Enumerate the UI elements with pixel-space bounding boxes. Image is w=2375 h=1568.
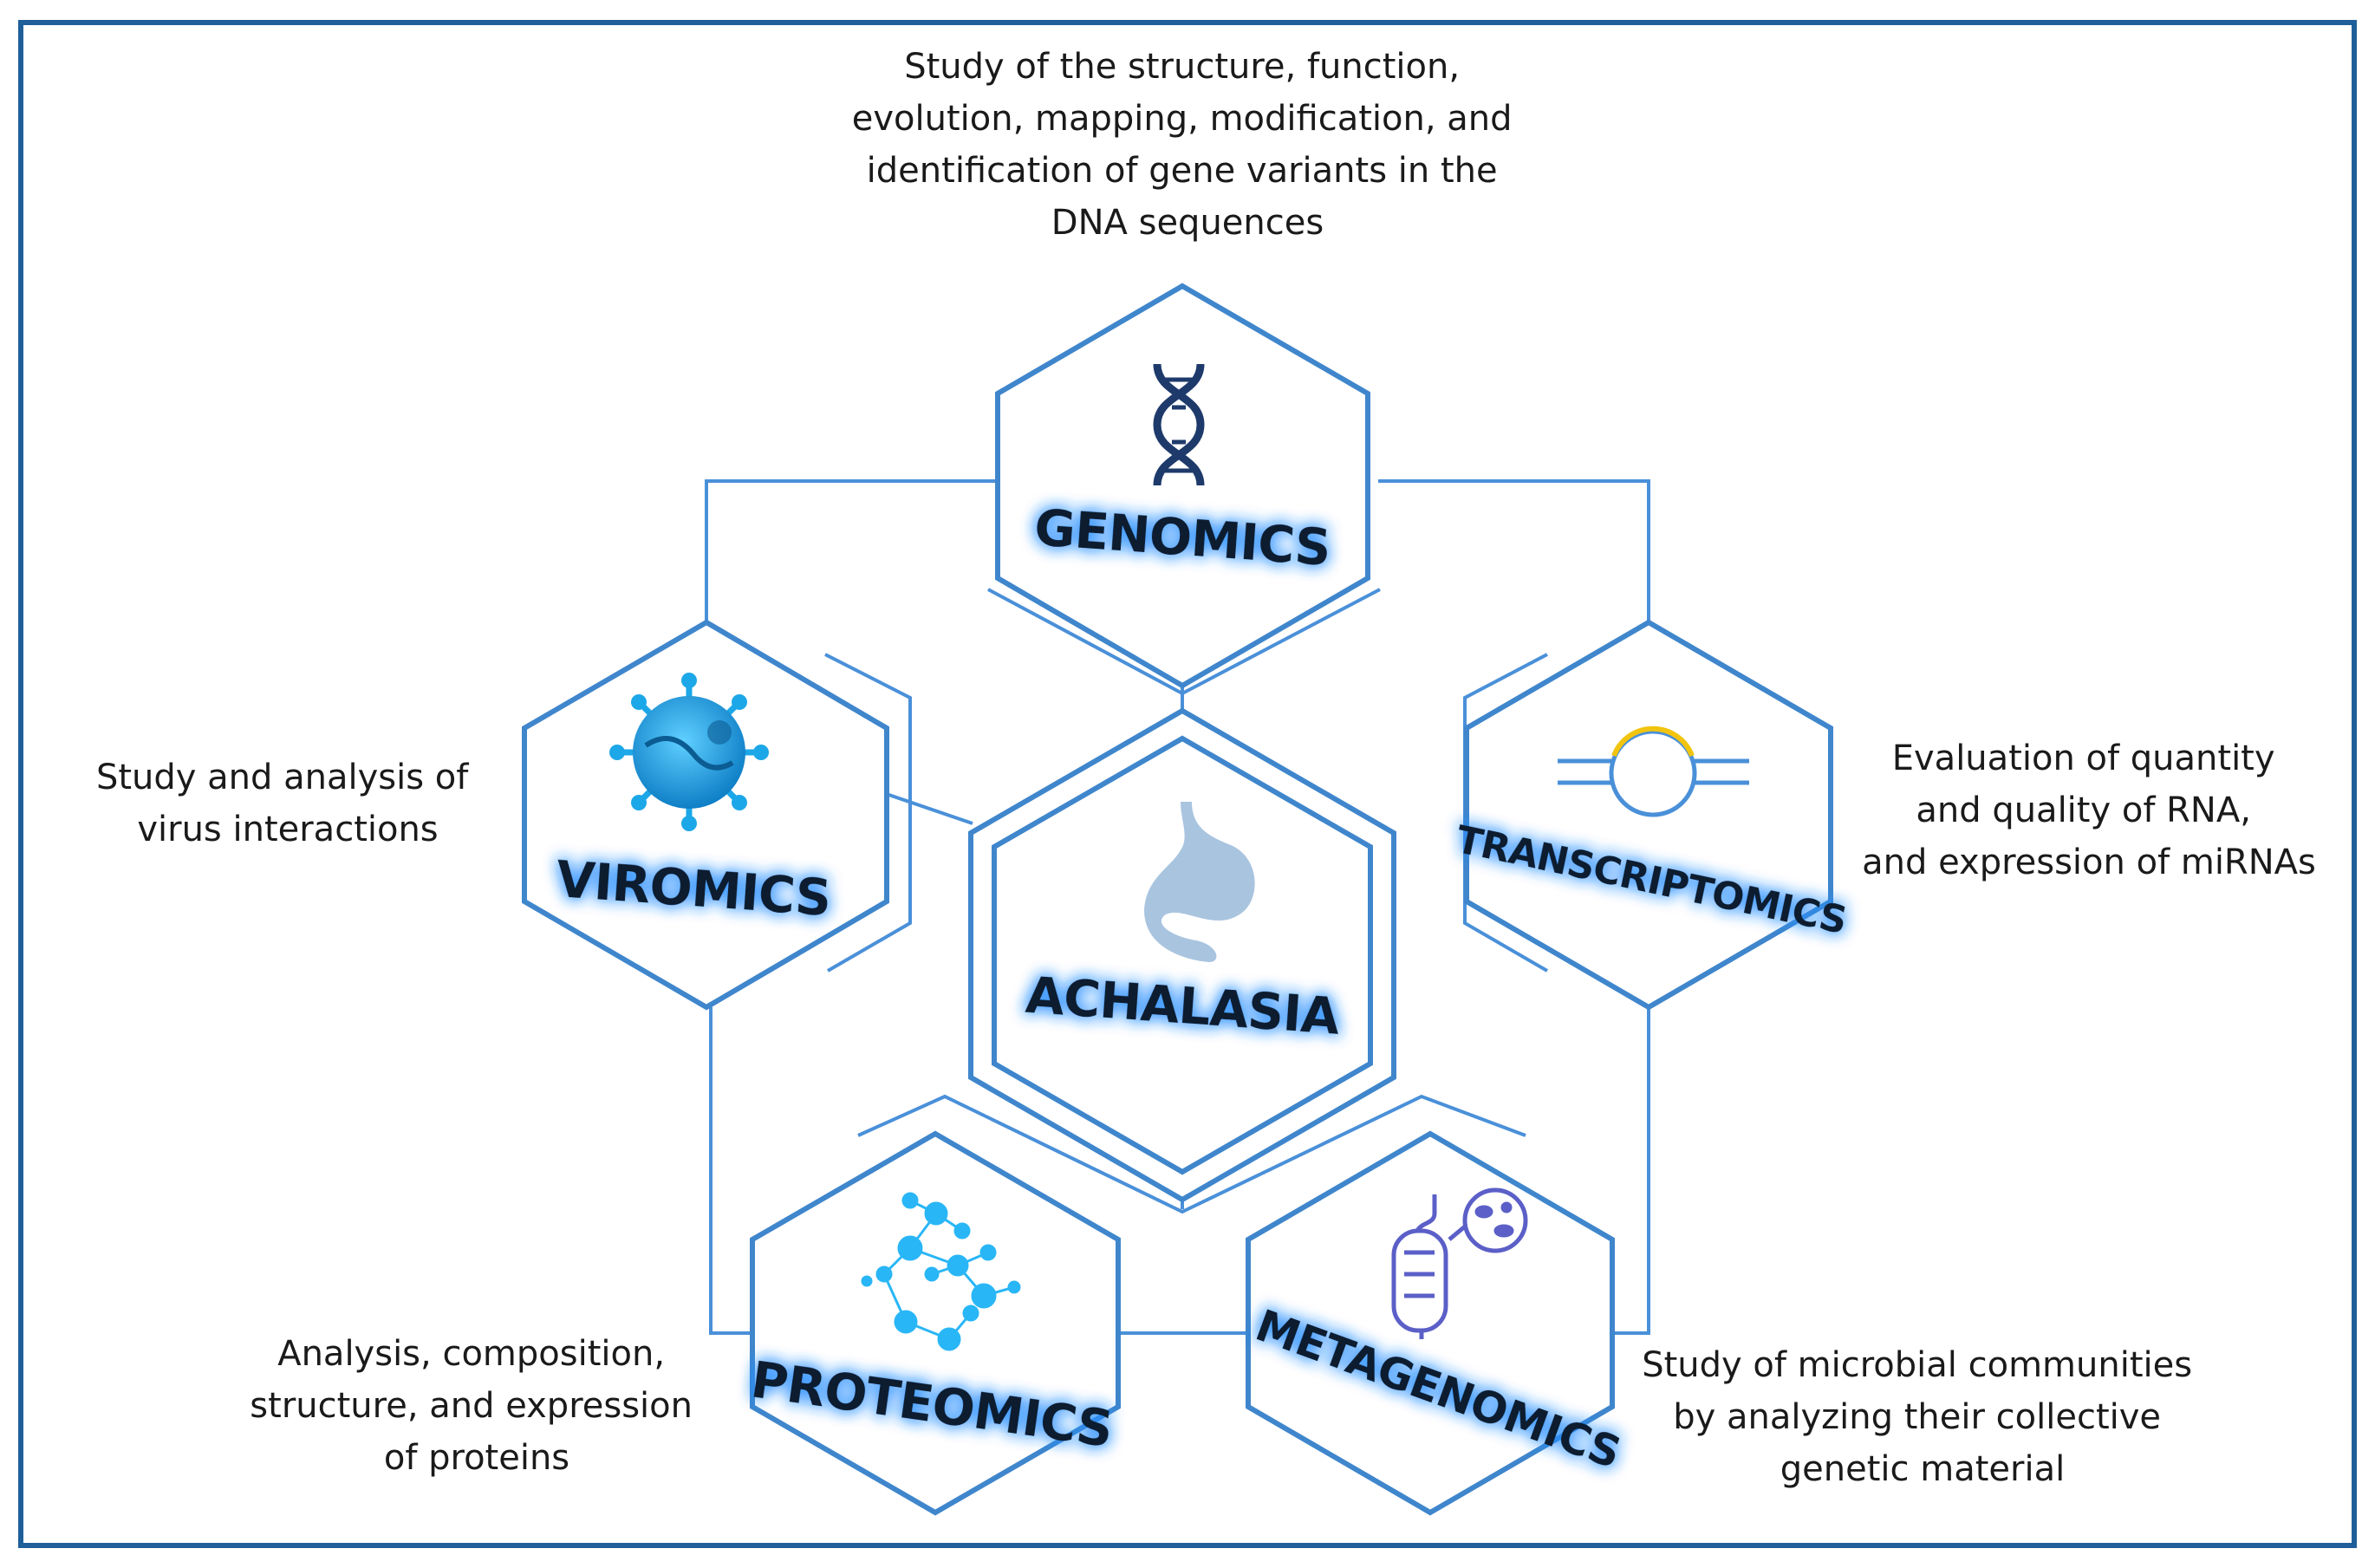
- proteomics-description-line: Analysis, composition,: [277, 1334, 665, 1374]
- achalasia-inner-hexagon: [992, 735, 1373, 1175]
- proteomics-description-line: structure, and expression: [250, 1386, 693, 1426]
- genomics-hexagon: [995, 283, 1370, 689]
- genomics-description-line: identification of gene variants in the: [867, 151, 1498, 191]
- proteomics-description: Analysis, composition, structure, and ex…: [250, 1334, 703, 1478]
- achalasia-node: ACHALASIA: [968, 707, 1396, 1203]
- viromics-hexagon: [522, 619, 889, 1011]
- outer-frame: [18, 20, 2357, 1548]
- metagenomics-description-line: Study of microbial communities: [1642, 1345, 2192, 1385]
- genomics-node: GENOMICS: [995, 283, 1370, 689]
- metagenomics-hexagon: [1246, 1130, 1615, 1516]
- transcriptomics-description: Evaluation of quantity and quality of RN…: [1862, 738, 2316, 882]
- viromics-description: Study and analysis of virus interactions: [96, 758, 479, 849]
- stomach-icon: [1144, 802, 1255, 962]
- proteomics-node: PROTEOMICS: [747, 1130, 1121, 1516]
- transcriptomics-description-line: and quality of RNA,: [1916, 791, 2251, 830]
- viromics-description-line: virus interactions: [137, 810, 438, 849]
- viromics-node: VIROMICS: [522, 619, 889, 1011]
- genomics-description-line: evolution, mapping, modification, and: [852, 99, 1513, 139]
- gut-microbiome-icon: [1391, 1187, 1528, 1339]
- metagenomics-description-line: genetic material: [1780, 1449, 2065, 1489]
- transcriptomics-description-line: and expression of miRNAs: [1862, 843, 2316, 882]
- metagenomics-description-line: by analyzing their collective: [1673, 1397, 2161, 1437]
- genomics-description-line: DNA sequences: [1051, 203, 1324, 243]
- molecule-network-icon: [861, 1192, 1021, 1351]
- transcriptomics-description-line: Evaluation of quantity: [1892, 738, 2275, 778]
- proteomics-description-line: of proteins: [384, 1438, 569, 1478]
- metagenomics-description: Study of microbial communities by analyz…: [1642, 1345, 2203, 1489]
- proteomics-hexagon: [750, 1130, 1121, 1516]
- dna-icon: [1153, 363, 1205, 486]
- virus-icon: [609, 673, 769, 831]
- genomics-description-line: Study of the structure, function,: [904, 47, 1460, 87]
- genomics-description: Study of the structure, function, evolut…: [852, 47, 1523, 243]
- transcriptomics-node: TRANSCRIPTOMICS: [1452, 619, 1850, 1011]
- rna-bubble-icon: [1558, 725, 1749, 817]
- metagenomics-node: METAGENOMICS: [1246, 1130, 1627, 1516]
- viromics-description-line: Study and analysis of: [96, 758, 469, 797]
